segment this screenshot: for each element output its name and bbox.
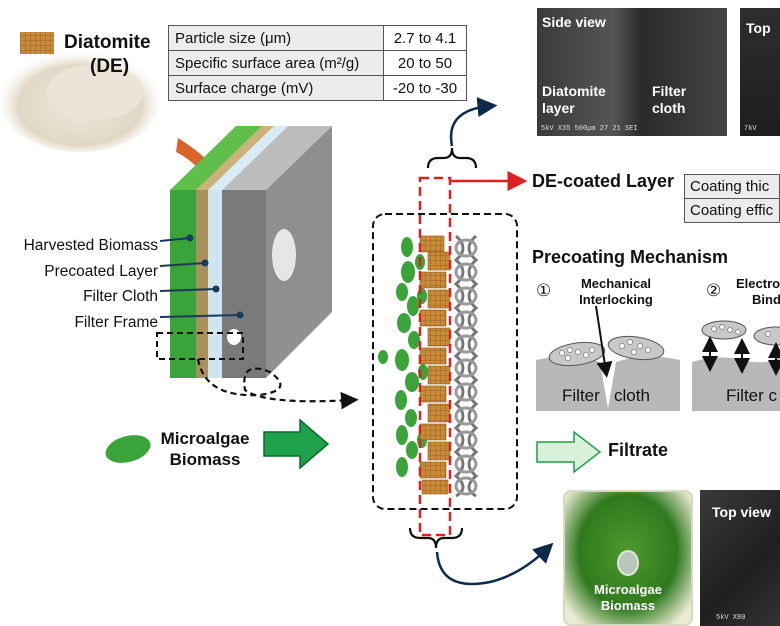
de-legend-swatch: [20, 32, 54, 54]
de-legend-subtitle: (DE): [90, 56, 129, 78]
sem-side-view-image: Side view Diatomite layer Filter cloth 5…: [537, 8, 727, 136]
top-brace: [426, 147, 478, 169]
label-harvested-biomass: Harvested Biomass: [23, 237, 158, 254]
sem-side-view-label: Side view: [542, 14, 606, 30]
zoom-region-box: [156, 332, 244, 360]
de-coated-label: DE-coated Layer: [532, 171, 675, 191]
zoom-connector-dashed: [196, 358, 359, 410]
de-legend-title: Diatomite: [64, 32, 151, 54]
bottom-photo-arrow: [435, 542, 554, 586]
property-cell: Specific surface area (m²/g): [168, 50, 384, 76]
mechanism-label-2: Electro Bind: [736, 276, 780, 308]
filter-press-block: [170, 126, 332, 378]
table-row: Coating effic: [684, 198, 780, 223]
table-row: Specific surface area (m²/g) 20 to 50: [168, 50, 467, 76]
mechanism-label-1: Mechanical Interlocking: [566, 276, 666, 308]
filtrate-arrow: [536, 430, 602, 474]
microalgae-label-line2: Biomass: [169, 450, 241, 469]
sem-diatomite-line1: Diatomite: [542, 83, 606, 99]
mechanism-label-2-line2: Bind: [752, 292, 780, 307]
de-coated-highlight: [418, 176, 452, 537]
photo-center-hole: [617, 550, 639, 576]
sem-diatomite-line2: layer: [542, 100, 575, 116]
filter-cloth-weave: [453, 234, 479, 498]
property-cell: Particle size (μm): [168, 25, 384, 51]
label-precoated-layer: Precoated Layer: [44, 262, 158, 280]
sem-top-label: Top: [746, 20, 771, 36]
de-particles-column: [419, 235, 451, 495]
sem-top-view-image: Top 7kV: [740, 8, 780, 136]
photo-label: Microalgae Biomass: [565, 582, 691, 614]
sem-filter-cloth-line2: cloth: [652, 100, 686, 116]
de-legend-line1: Diatomite: [64, 32, 151, 53]
cloth-label-2: Filter c: [726, 386, 777, 405]
microalgae-label: Microalgae Biomass: [150, 428, 260, 470]
sem-top-scalebar: 7kV: [744, 125, 757, 133]
filter-label-leaders: [159, 234, 244, 319]
mechanism-number-2: ②: [706, 281, 722, 300]
label-filter-frame: Filter Frame: [74, 313, 158, 331]
table-row: Coating thic: [684, 174, 780, 199]
coating-cell: Coating effic: [684, 198, 780, 223]
properties-table: Particle size (μm) 2.7 to 4.1 Specific s…: [168, 25, 467, 101]
algae-cells: [378, 237, 428, 477]
cross-section-panel: [372, 213, 518, 510]
de-legend-line2: (DE): [90, 56, 130, 77]
mechanism-label-1-line1: Mechanical: [580, 276, 652, 291]
green-feed-arrow: [263, 418, 330, 470]
table-row: Particle size (μm) 2.7 to 4.1: [168, 25, 467, 51]
mechanism-number-1: ①: [536, 281, 552, 300]
mechanism-label-2-line1: Electro: [736, 276, 780, 291]
filtrate-label: Filtrate: [608, 440, 669, 460]
label-filter-cloth: Filter Cloth: [83, 288, 158, 305]
de-powder-image: [0, 48, 160, 152]
property-cell: Surface charge (mV): [168, 75, 384, 101]
cloth-label-1b: cloth: [614, 386, 650, 405]
sem-side-scalebar: 5kV X35 500μm 27 21 SEI: [541, 125, 638, 133]
bottom-brace: [408, 527, 464, 549]
coating-table: Coating thic Coating effic: [684, 174, 780, 223]
microalgae-photo: Microalgae Biomass: [563, 490, 693, 626]
table-row: Surface charge (mV) -20 to -30: [168, 75, 467, 101]
sem-diatomite-label: Diatomite layer: [542, 83, 606, 117]
mechanism-panel-1: [536, 305, 680, 411]
photo-label-line2: Biomass: [600, 598, 656, 613]
sem-bottom-scalebar: 5kV X80: [716, 614, 746, 622]
sem-filter-cloth-line1: Filter: [652, 83, 687, 99]
value-cell: 20 to 50: [383, 50, 467, 76]
value-cell: -20 to -30: [383, 75, 467, 101]
photo-label-line1: Microalgae: [594, 582, 662, 597]
microalgae-icon: [105, 435, 151, 463]
sem-filter-cloth-label: Filter cloth: [652, 83, 686, 117]
filter-labels: Harvested Biomass Precoated Layer Filter…: [0, 233, 158, 335]
coating-cell: Coating thic: [684, 174, 780, 199]
value-cell: 2.7 to 4.1: [383, 25, 467, 51]
microalgae-label-line1: Microalgae: [160, 429, 250, 448]
mechanism-title: Precoating Mechanism: [532, 247, 729, 267]
top-view-arrow: [449, 97, 498, 147]
cloth-label-1a: Filter: [562, 386, 600, 405]
sem-bottom-label: Top view: [712, 504, 771, 520]
sem-bottom-top-view-image: Top view 5kV X80: [700, 490, 780, 626]
mechanism-panel-2: [692, 320, 780, 411]
mechanism-label-1-line2: Interlocking: [579, 292, 653, 307]
